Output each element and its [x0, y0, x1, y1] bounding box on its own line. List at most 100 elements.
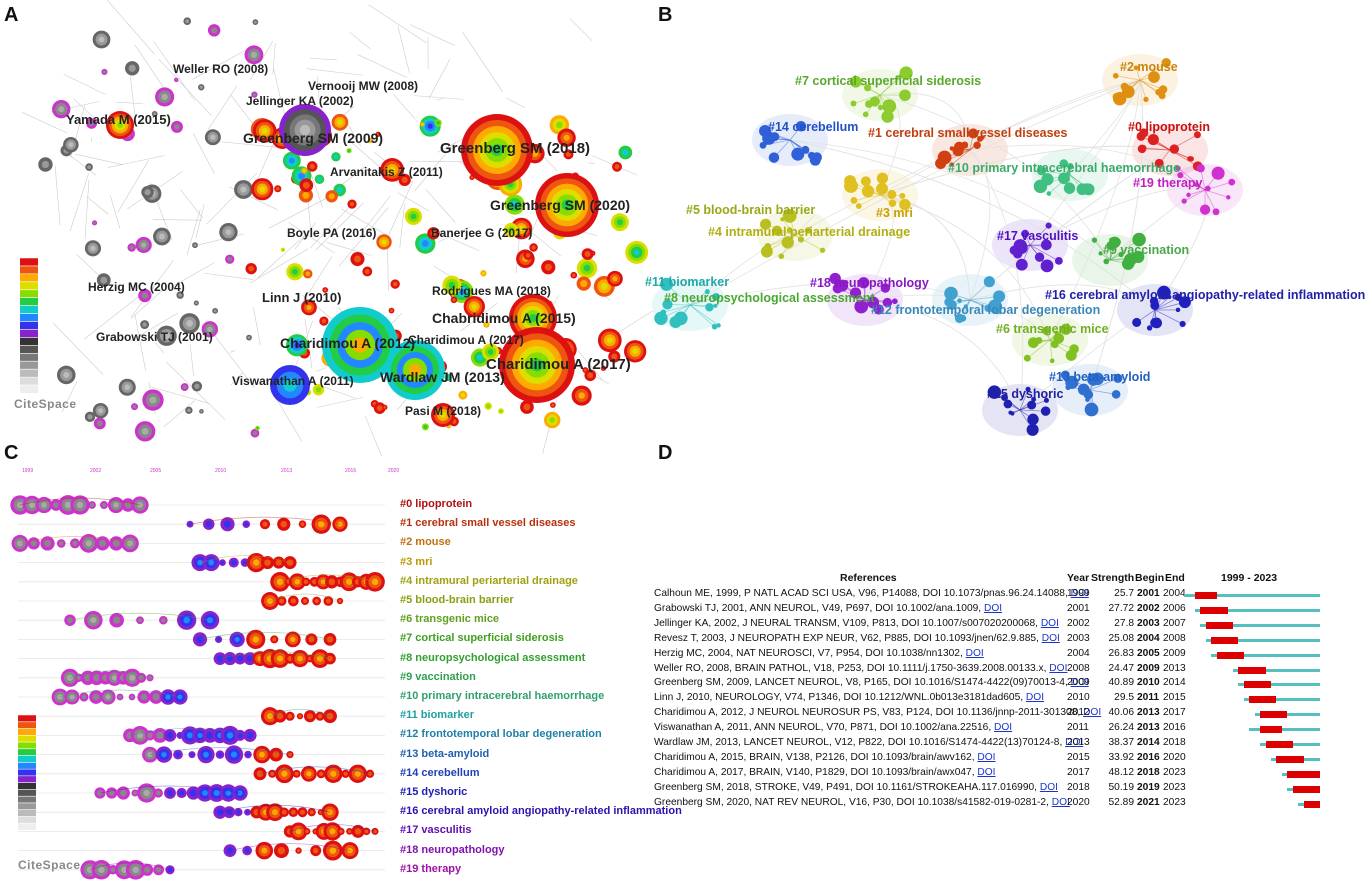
- burst-strength: 50.19: [1108, 781, 1135, 793]
- cluster-member-node: [1046, 191, 1052, 196]
- timeline-node: [260, 707, 280, 726]
- doi-link[interactable]: DOI: [1070, 677, 1089, 689]
- timeline-node: [273, 843, 289, 859]
- timeline-arc: [199, 555, 291, 563]
- doi-link[interactable]: DOI: [1070, 588, 1089, 599]
- timeline-node: [270, 649, 290, 668]
- doi-link[interactable]: DOI: [965, 647, 984, 659]
- timeline-node: [188, 751, 196, 759]
- recent-citation-node: [255, 425, 260, 431]
- doi-link[interactable]: DOI: [1065, 737, 1084, 748]
- cluster-label: #2 mouse: [1120, 60, 1178, 74]
- doi-link[interactable]: DOI: [1083, 707, 1102, 719]
- reference-year: 2017: [1067, 766, 1090, 778]
- network-link: [410, 24, 455, 46]
- recent-citation-node: [582, 367, 589, 373]
- doi-link[interactable]: DOI: [977, 766, 996, 778]
- year-tick: 2020: [388, 468, 399, 474]
- old-citation-node: [142, 389, 164, 411]
- burst-end: 2023: [1163, 781, 1186, 793]
- cluster-member-node: [795, 120, 807, 132]
- cluster-member-node: [809, 154, 821, 166]
- old-citation-node: [234, 180, 253, 199]
- cluster-edge: [1204, 189, 1217, 212]
- network-link: [364, 416, 382, 456]
- timeline-node: [177, 610, 197, 630]
- timeline-node: [232, 785, 248, 801]
- network-link: [180, 189, 204, 219]
- cluster-member-node: [782, 208, 797, 223]
- cluster-member-node: [987, 385, 1002, 399]
- old-citation-node: [246, 334, 252, 341]
- cluster-member-node: [1212, 208, 1220, 216]
- recent-citation-node: [608, 350, 621, 363]
- citespace-logo-a: CiteSpace: [14, 397, 77, 411]
- timeline-node: [289, 822, 308, 841]
- timeline-node: [116, 786, 130, 800]
- reference-label: Weller RO (2008): [173, 62, 269, 76]
- network-link: [117, 160, 149, 213]
- doi-link[interactable]: DOI: [1041, 632, 1060, 644]
- doi-link[interactable]: DOI: [1049, 662, 1068, 674]
- timeline-node: [116, 693, 124, 701]
- year-tick: 1999: [22, 468, 33, 474]
- network-link: [316, 76, 320, 100]
- timeline-node: [332, 516, 348, 532]
- cluster-member-node: [659, 277, 674, 291]
- network-link: [110, 195, 121, 229]
- timeline-node: [276, 596, 287, 606]
- network-link: [189, 344, 194, 377]
- timeline-node: [288, 573, 306, 591]
- burst-strength: 52.89: [1108, 796, 1135, 808]
- doi-link[interactable]: DOI: [977, 751, 996, 763]
- recent-citation-node: [298, 188, 314, 203]
- cluster-edge: [1115, 75, 1141, 81]
- cluster-member-node: [1049, 358, 1055, 364]
- cluster-member-node: [1112, 72, 1119, 79]
- reference-year: 2020: [1067, 796, 1090, 808]
- timeline-cluster-label: #3 mri: [400, 555, 433, 568]
- cluster-member-node: [865, 100, 873, 108]
- cluster-member-node: [1137, 144, 1147, 154]
- reference-text: Wardlaw JM, 2013, LANCET NEUROL, V12, P8…: [654, 737, 1083, 748]
- color-legend: [18, 714, 36, 830]
- old-citation-node: [201, 321, 219, 338]
- doi-link[interactable]: DOI: [1051, 796, 1070, 808]
- cluster-link: [1109, 239, 1131, 261]
- timeline-node: [323, 633, 337, 646]
- network-link: [76, 254, 102, 278]
- cluster-member-node: [873, 304, 884, 315]
- cluster-edge: [1029, 244, 1060, 262]
- burst-begin: 2013: [1137, 707, 1160, 719]
- cluster-member-node: [1103, 258, 1110, 265]
- cluster-member-node: [1053, 332, 1065, 344]
- landmark-citation-node: [279, 104, 331, 156]
- network-link: [306, 380, 356, 399]
- cluster-label: #10 primary intracerebral haemorrhage: [948, 161, 1181, 175]
- recent-citation-node: [390, 279, 400, 289]
- cluster-member-node: [1027, 413, 1039, 426]
- cluster-member-node: [1120, 82, 1129, 91]
- doi-link[interactable]: DOI: [994, 722, 1013, 734]
- burst-end: 2023: [1163, 796, 1186, 808]
- cluster-edge: [853, 94, 881, 104]
- doi-link[interactable]: DOI: [1040, 617, 1059, 629]
- timeline-node: [136, 672, 147, 683]
- timeline-node: [99, 500, 109, 510]
- doi-link[interactable]: DOI: [1039, 781, 1058, 793]
- cluster-member-node: [899, 192, 906, 199]
- cluster-member-node: [1169, 144, 1179, 154]
- old-citation-node: [183, 17, 192, 26]
- reference-text: Jellinger KA, 2002, J NEURAL TRANSM, V10…: [654, 618, 1059, 629]
- cluster-member-node: [1146, 325, 1153, 331]
- cluster-label: #19 therapy: [1133, 176, 1203, 190]
- reference-citation: Revesz T, 2003, J NEUROPATH EXP NEUR, V6…: [654, 632, 1039, 644]
- cluster-link: [794, 79, 1141, 236]
- timeline-node: [323, 596, 334, 606]
- reference-citation: Calhoun ME, 1999, P NATL ACAD SCI USA, V…: [654, 588, 1068, 599]
- doi-link[interactable]: DOI: [1025, 692, 1045, 704]
- old-citation-node: [63, 136, 79, 153]
- timeline-cluster-label: #14 cerebellum: [400, 766, 480, 779]
- doi-link[interactable]: DOI: [983, 602, 1003, 614]
- cluster-member-node: [1154, 158, 1164, 168]
